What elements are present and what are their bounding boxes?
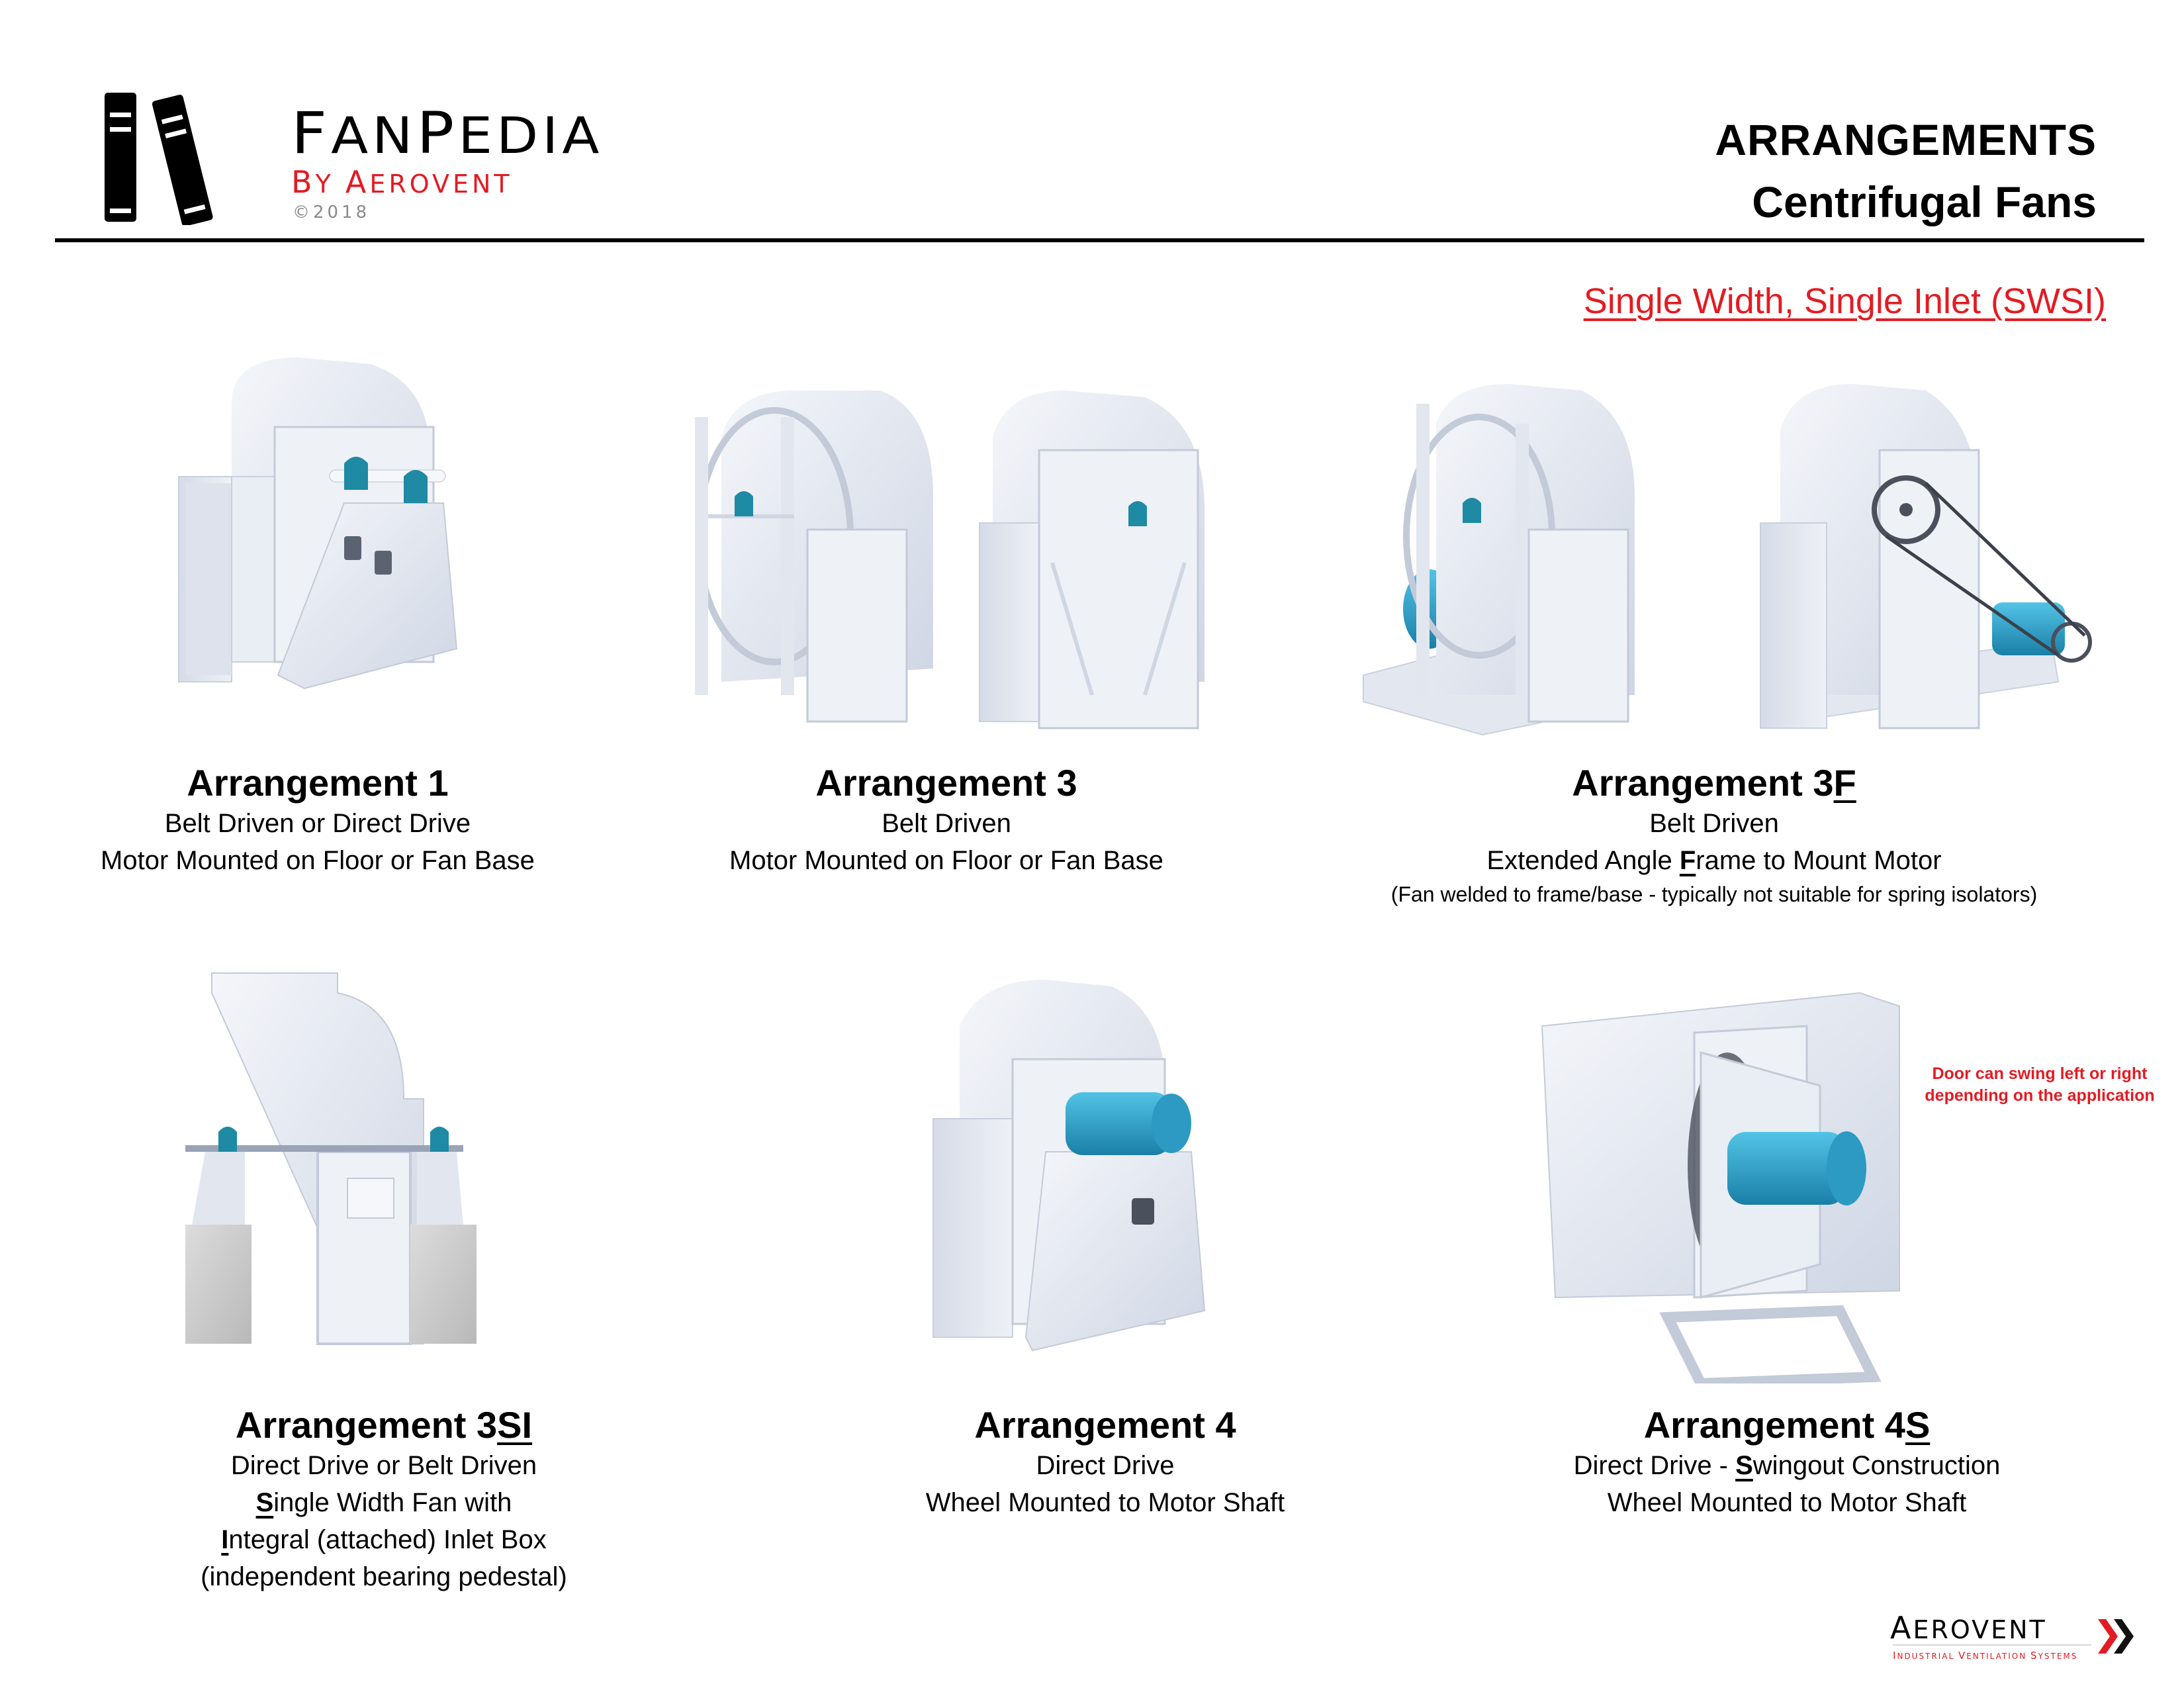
caption-line: Extended Angle Frame to Mount Motor <box>1486 846 1942 875</box>
arrangement-caption-3: Arrangement 3 Belt Driven Motor Mounted … <box>682 761 1211 879</box>
double-chevron-icon <box>2098 1619 2134 1654</box>
arrangement-card-3si: Arrangement 3SI Direct Drive or Belt Dri… <box>106 966 662 1615</box>
footer-tagline: INDUSTRIAL VENTILATION SYSTEMS <box>1893 1650 2078 1662</box>
arrangement-caption-1: Arrangement 1 Belt Driven or Direct Driv… <box>53 761 582 879</box>
arrangement-card-3f: Arrangement 3F Belt Driven Extended Angl… <box>1317 331 2111 927</box>
caption-line: Belt Driven <box>1649 809 1779 838</box>
arrangement-title: Arrangement 4 <box>974 1404 1236 1446</box>
caption-line: Direct Drive or Belt Driven <box>230 1451 537 1480</box>
category-link[interactable]: Single Width, Single Inlet (SWSI) <box>1583 281 2106 321</box>
fan-arrangement-3-illustration <box>695 391 1205 729</box>
fan-arrangement-3si-illustration <box>185 972 477 1345</box>
fan-arrangement-3f-illustration <box>1363 384 2092 736</box>
caption-line: Motor Mounted on Floor or Fan Base <box>101 846 535 875</box>
caption-line: Motor Mounted on Floor or Fan Base <box>729 846 1163 875</box>
fan-arrangement-1-illustration <box>178 357 458 690</box>
arrangement-card-4: Arrangement 4 Direct Drive Wheel Mounted… <box>841 966 1370 1536</box>
arrangement-caption-3si: Arrangement 3SI Direct Drive or Belt Dri… <box>106 1403 662 1595</box>
fan-arrangement-4-illustration <box>933 980 1206 1352</box>
arrangement-title: Arrangement 4S <box>1643 1404 1931 1446</box>
arrangement-caption-3f: Arrangement 3F Belt Driven Extended Angl… <box>1317 761 2111 910</box>
arrangement-card-3: Arrangement 3 Belt Driven Motor Mounted … <box>682 331 1211 900</box>
caption-line: Wheel Mounted to Motor Shaft <box>925 1488 1285 1517</box>
caption-line: Belt Driven or Direct Drive <box>164 809 471 838</box>
caption-line: Direct Drive <box>1036 1451 1175 1480</box>
arrangement-caption-4s: Arrangement 4S Direct Drive - Swingout C… <box>1516 1403 2058 1521</box>
arrangement-caption-4: Arrangement 4 Direct Drive Wheel Mounted… <box>841 1403 1370 1521</box>
arrangement-title: Arrangement 3F <box>1572 762 1856 804</box>
aerovent-logo: AEROVENT INDUSTRIAL VENTILATION SYSTEMS <box>1890 1610 2142 1669</box>
caption-line: Direct Drive - Swingout Construction <box>1573 1451 2001 1480</box>
copyright: ©2018 <box>293 203 371 222</box>
arrangement-title: Arrangement 3SI <box>235 1404 533 1446</box>
fan-arrangement-4s-illustration <box>1541 992 1900 1383</box>
brand-title: FANPEDIA <box>291 101 604 167</box>
fanpedia-logo: FANPEDIA BY AEROVENT ©2018 <box>93 73 688 238</box>
caption-line: Single Width Fan with <box>255 1488 512 1517</box>
page-title: ARRANGEMENTS <box>1715 115 2097 164</box>
arrangement-card-1: Arrangement 1 Belt Driven or Direct Driv… <box>53 331 582 900</box>
caption-note: (Fan welded to frame/base - typically no… <box>1390 882 2038 906</box>
arrangement-card-4s: Arrangement 4S Direct Drive - Swingout C… <box>1516 966 2058 1536</box>
footer-divider <box>1893 1644 2091 1646</box>
caption-line: Wheel Mounted to Motor Shaft <box>1607 1488 1967 1517</box>
arrangement-title: Arrangement 3 <box>815 762 1077 804</box>
caption-line: Integral (attached) Inlet Box <box>221 1525 547 1554</box>
page-subtitle: Centrifugal Fans <box>1752 177 2097 226</box>
books-icon <box>105 93 213 225</box>
header-divider <box>55 238 2144 242</box>
caption-line: (independent bearing pedestal) <box>201 1562 567 1591</box>
arrangement-title: Arrangement 1 <box>187 762 449 804</box>
footer-brand: AEROVENT <box>1890 1610 2047 1646</box>
swingout-door-callout: Door can swing left or right depending o… <box>1925 1064 2155 1105</box>
caption-line: Belt Driven <box>882 809 1011 838</box>
brand-byline: BY AEROVENT <box>291 164 513 200</box>
